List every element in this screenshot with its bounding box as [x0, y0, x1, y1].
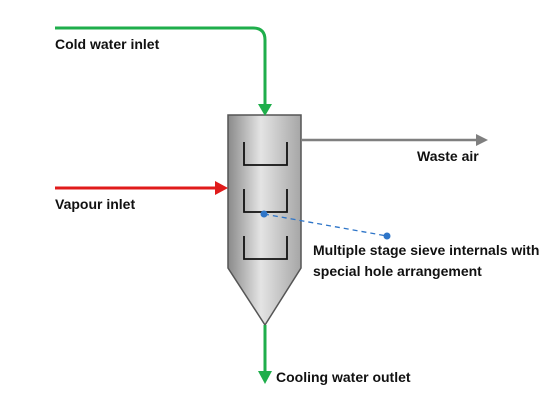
- sieve-tray-icon: [243, 142, 288, 166]
- vapour-inlet-label: Vapour inlet: [55, 196, 136, 212]
- flow-arrow-icon: [258, 104, 272, 116]
- cooling-water-outlet-label: Cooling water outlet: [276, 369, 411, 385]
- callout-leader-line: [263, 213, 388, 237]
- callout-dot: [383, 232, 391, 240]
- waste-air-label: Waste air: [417, 148, 479, 164]
- cold-water-inlet-label: Cold water inlet: [55, 36, 160, 52]
- sieve-tray-icon: [243, 236, 288, 260]
- flow-arrow-icon: [476, 134, 488, 146]
- flow-arrow-icon: [258, 371, 272, 384]
- sieve-internals-label: Multiple stage sieve internals with spec…: [313, 242, 540, 279]
- callout-dot: [260, 210, 268, 218]
- cold-water-inlet-line: [55, 26, 267, 106]
- flow-arrow-icon: [215, 181, 228, 195]
- condenser-vessel-icon: [227, 114, 302, 327]
